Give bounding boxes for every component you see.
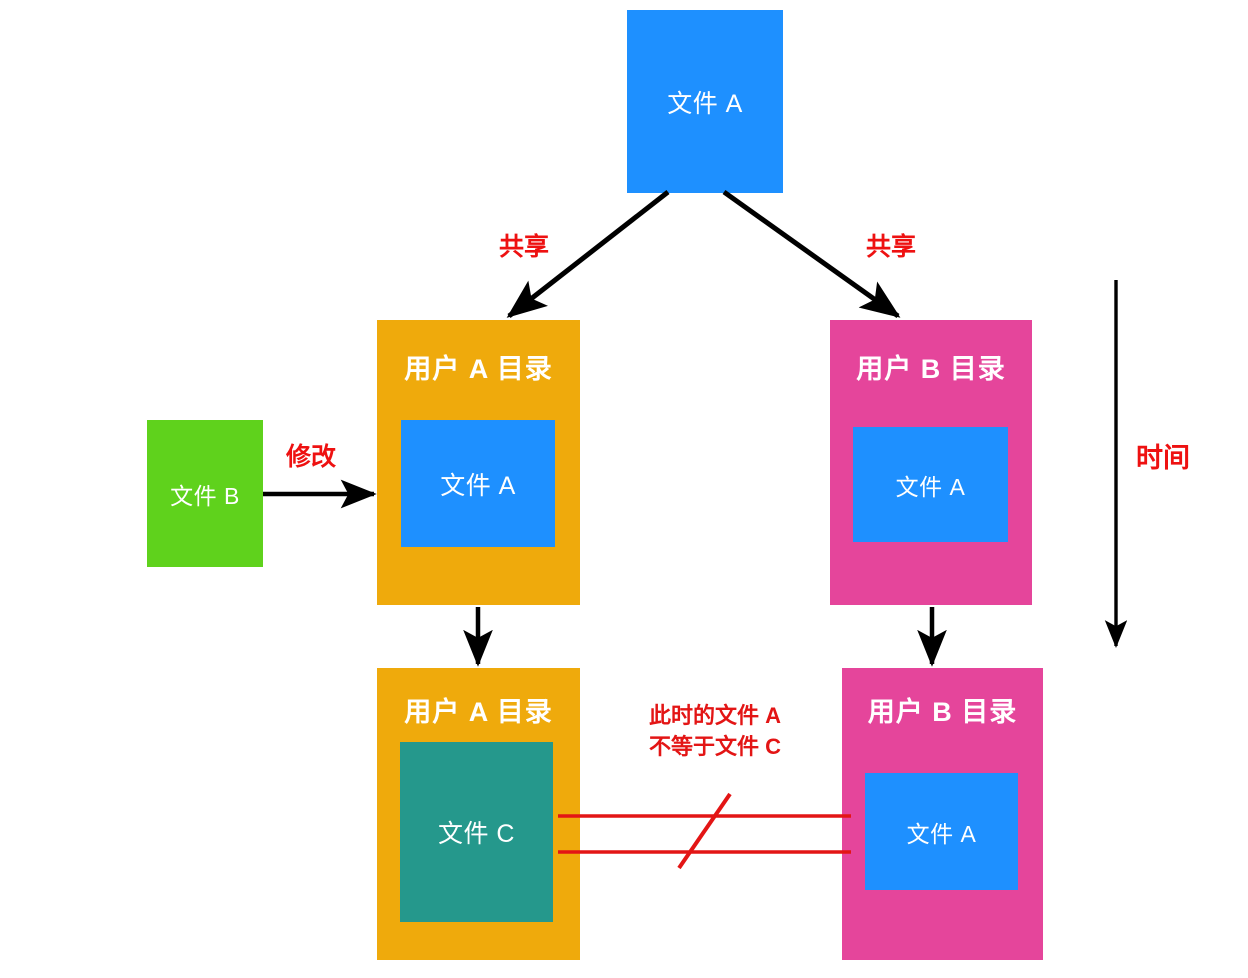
node-user-a-dir-bottom-file: 文件 C (400, 742, 553, 922)
node-user-b-dir-top-file-label: 文件 A (895, 473, 966, 500)
node-source-file-a-label: 文件 A (667, 89, 743, 118)
node-external-file-b: 文件 B (147, 420, 263, 567)
annotation-not-equal: 此时的文件 A 不等于文件 C (620, 700, 810, 762)
edge-label-modify: 修改 (286, 443, 337, 471)
annotation-not-equal-line1: 此时的文件 A (648, 703, 781, 728)
node-user-a-dir-top-file: 文件 A (401, 420, 555, 547)
node-user-a-dir-top: 用户 A 目录 文件 A (377, 320, 580, 605)
node-user-b-dir-bottom-file-label: 文件 A (906, 820, 977, 847)
node-user-a-dir-bottom: 用户 A 目录 文件 C (377, 668, 580, 960)
node-user-b-dir-bottom-title: 用户 B 目录 (867, 697, 1018, 727)
node-user-b-dir-top-title: 用户 B 目录 (856, 354, 1006, 384)
node-user-a-dir-bottom-title: 用户 A 目录 (404, 697, 553, 727)
node-user-b-dir-bottom-file: 文件 A (865, 773, 1018, 890)
node-user-b-dir-top-file: 文件 A (853, 427, 1008, 542)
edge-label-share-right: 共享 (866, 233, 917, 261)
edge-label-share-left: 共享 (499, 233, 550, 261)
node-user-a-dir-top-file-label: 文件 A (440, 471, 516, 500)
node-external-file-b-label: 文件 B (170, 482, 240, 509)
annotation-not-equal-line2: 不等于文件 C (648, 734, 781, 760)
node-user-b-dir-bottom: 用户 B 目录 文件 A (842, 668, 1043, 960)
node-user-b-dir-top: 用户 B 目录 文件 A (830, 320, 1032, 605)
node-user-a-dir-top-title: 用户 A 目录 (404, 354, 553, 384)
not-equal-slash (677, 792, 732, 870)
time-axis-label: 时间 (1136, 443, 1190, 473)
node-source-file-a: 文件 A (627, 10, 783, 193)
node-user-a-dir-bottom-file-label: 文件 C (437, 820, 515, 848)
